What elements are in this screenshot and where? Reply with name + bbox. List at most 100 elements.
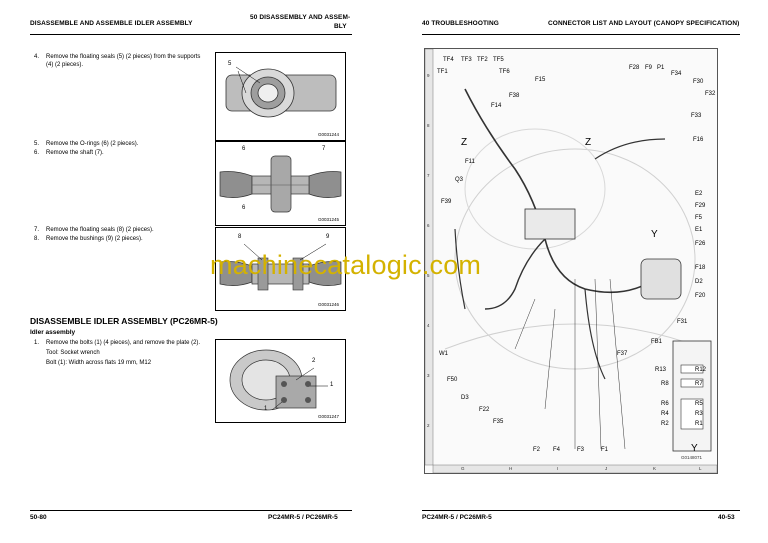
step-text: Remove the O-rings (6) (2 pieces). xyxy=(46,141,139,147)
callout-5: 5 xyxy=(228,61,232,67)
grid-col-k: K xyxy=(653,466,657,471)
grid-col-l: L xyxy=(699,466,702,471)
section-title: DISASSEMBLE IDLER ASSEMBLY (PC26MR-5) xyxy=(30,316,218,326)
callout-1-bottom: 1 xyxy=(264,406,268,412)
connector-f2: F2 xyxy=(533,447,541,453)
step-text: Remove the bolts (1) (4 pieces), and rem… xyxy=(46,340,201,346)
left-footer-rule xyxy=(30,510,352,511)
step-number: 7. xyxy=(34,227,40,233)
right-header-rule xyxy=(422,34,740,35)
right-footer-rule xyxy=(422,510,740,511)
subsection-title: Idler assembly xyxy=(30,329,76,336)
figure-floating-seal: 5 G0031244 xyxy=(215,52,346,141)
watermark-text: machinecatalogic.com xyxy=(210,250,482,280)
connector-tf1: TF1 xyxy=(437,69,448,75)
connector-f14: F14 xyxy=(491,103,502,109)
grid-row-8: 8 xyxy=(427,123,430,128)
step-text: Remove the floating seals (5) (2 pieces)… xyxy=(46,54,201,60)
connector-f33: F33 xyxy=(691,113,702,119)
left-header-section-1: 50 DISASSEMBLY AND ASSEM- xyxy=(250,14,351,21)
connector-p1: P1 xyxy=(657,65,665,71)
relay-r6: R6 xyxy=(661,401,669,407)
step-text: Remove the bushings (9) (2 pieces). xyxy=(46,236,143,242)
connector-tf2: TF2 xyxy=(477,57,488,63)
connector-f39: F39 xyxy=(441,199,452,205)
step-number: 6. xyxy=(34,150,40,156)
relay-r7: R7 xyxy=(695,381,703,387)
connector-f4: F4 xyxy=(553,447,561,453)
connector-tf3: TF3 xyxy=(461,57,472,63)
grid-row-9: 9 xyxy=(427,73,430,78)
relay-r5: R5 xyxy=(695,401,703,407)
left-page: DISASSEMBLE AND ASSEMBLE IDLER ASSEMBLY … xyxy=(30,14,352,521)
callout-7: 7 xyxy=(322,146,326,152)
shaft-illustration xyxy=(219,155,342,213)
connector-f18: F18 xyxy=(695,265,706,271)
connector-f28: F28 xyxy=(629,65,640,71)
tool-text: Tool: Socket wrench xyxy=(46,350,100,356)
grid-row-7: 7 xyxy=(427,173,430,178)
relay-r13: R13 xyxy=(655,367,667,373)
grid-row-3: 3 xyxy=(427,373,430,378)
grid-col-h: H xyxy=(509,466,513,471)
grid-row-2: 2 xyxy=(427,423,430,428)
connector-f11: F11 xyxy=(465,159,475,165)
grid-col-i: I xyxy=(557,466,559,471)
wiring-illustration xyxy=(425,49,717,473)
view-label-z-left: Z xyxy=(461,137,468,148)
connector-tf4: TF4 xyxy=(443,57,454,63)
view-label-z-right: Z xyxy=(585,137,592,148)
figure-id: G0031244 xyxy=(317,132,339,137)
bolt-text: Bolt (1): Width across flats 19 mm, M12 xyxy=(46,360,152,366)
figure-idler-plate: 2 1 1 G0031247 xyxy=(215,339,346,423)
connector-f5: F5 xyxy=(695,215,703,221)
connector-q3: Q3 xyxy=(455,177,464,183)
relay-r1: R1 xyxy=(695,421,703,427)
grid-row-4: 4 xyxy=(427,323,430,328)
relay-r8: R8 xyxy=(661,381,669,387)
callout-6-top: 6 xyxy=(242,146,246,152)
figure-id: G0031247 xyxy=(317,414,339,419)
grid-col-g: G xyxy=(461,466,465,471)
step-number: 1. xyxy=(34,340,40,346)
left-footer-model: PC24MR-5 / PC26MR-5 xyxy=(268,514,338,521)
connector-d3: D3 xyxy=(461,395,469,401)
step-text-cont: (4) (2 pieces). xyxy=(46,61,84,68)
connector-f29: F29 xyxy=(695,203,706,209)
connector-f16: F16 xyxy=(693,137,704,143)
connector-d2: D2 xyxy=(695,279,703,285)
left-header-title: DISASSEMBLE AND ASSEMBLE IDLER ASSEMBLY xyxy=(30,20,193,27)
right-header-title: CONNECTOR LIST AND LAYOUT (CANOPY SPECIF… xyxy=(548,20,740,27)
connector-f50: F50 xyxy=(447,377,458,383)
connector-w1: W1 xyxy=(439,351,448,357)
callout-8: 8 xyxy=(238,234,242,240)
step-number: 4. xyxy=(34,54,40,60)
step-text: Remove the shaft (7). xyxy=(46,150,104,156)
connector-f9: F9 xyxy=(645,65,653,71)
diagram-id: G0148071 xyxy=(681,455,703,460)
bolt-line: Bolt (1): Width across flats 19 mm, M12 xyxy=(46,360,151,368)
left-header-rule xyxy=(30,34,352,35)
figure-id: G0031246 xyxy=(317,302,339,307)
relay-r2: R2 xyxy=(661,421,669,427)
connector-f22: F22 xyxy=(479,407,490,413)
step-number: 8. xyxy=(34,236,40,242)
right-footer-model: PC24MR-5 / PC26MR-5 xyxy=(422,514,492,521)
connector-e1: E1 xyxy=(695,227,703,233)
callout-1-right: 1 xyxy=(330,382,334,388)
connector-fb1: FB1 xyxy=(651,339,663,345)
callout-6-bottom: 6 xyxy=(242,205,246,211)
tool-line: Tool: Socket wrench xyxy=(46,350,100,358)
connector-f20: F20 xyxy=(695,293,706,299)
step-text: Remove the floating seals (8) (2 pieces)… xyxy=(46,227,154,233)
step-number: 5. xyxy=(34,141,40,147)
connector-tf5: TF5 xyxy=(493,57,504,63)
connector-f15: F15 xyxy=(535,77,546,83)
connector-f34: F34 xyxy=(671,71,682,77)
connector-f35: F35 xyxy=(493,419,504,425)
relay-r4: R4 xyxy=(661,411,669,417)
connector-tf6: TF6 xyxy=(499,69,510,75)
left-header-section-2: BLY xyxy=(334,23,347,30)
connector-f32: F32 xyxy=(705,91,716,97)
connector-f26: F26 xyxy=(695,241,706,247)
